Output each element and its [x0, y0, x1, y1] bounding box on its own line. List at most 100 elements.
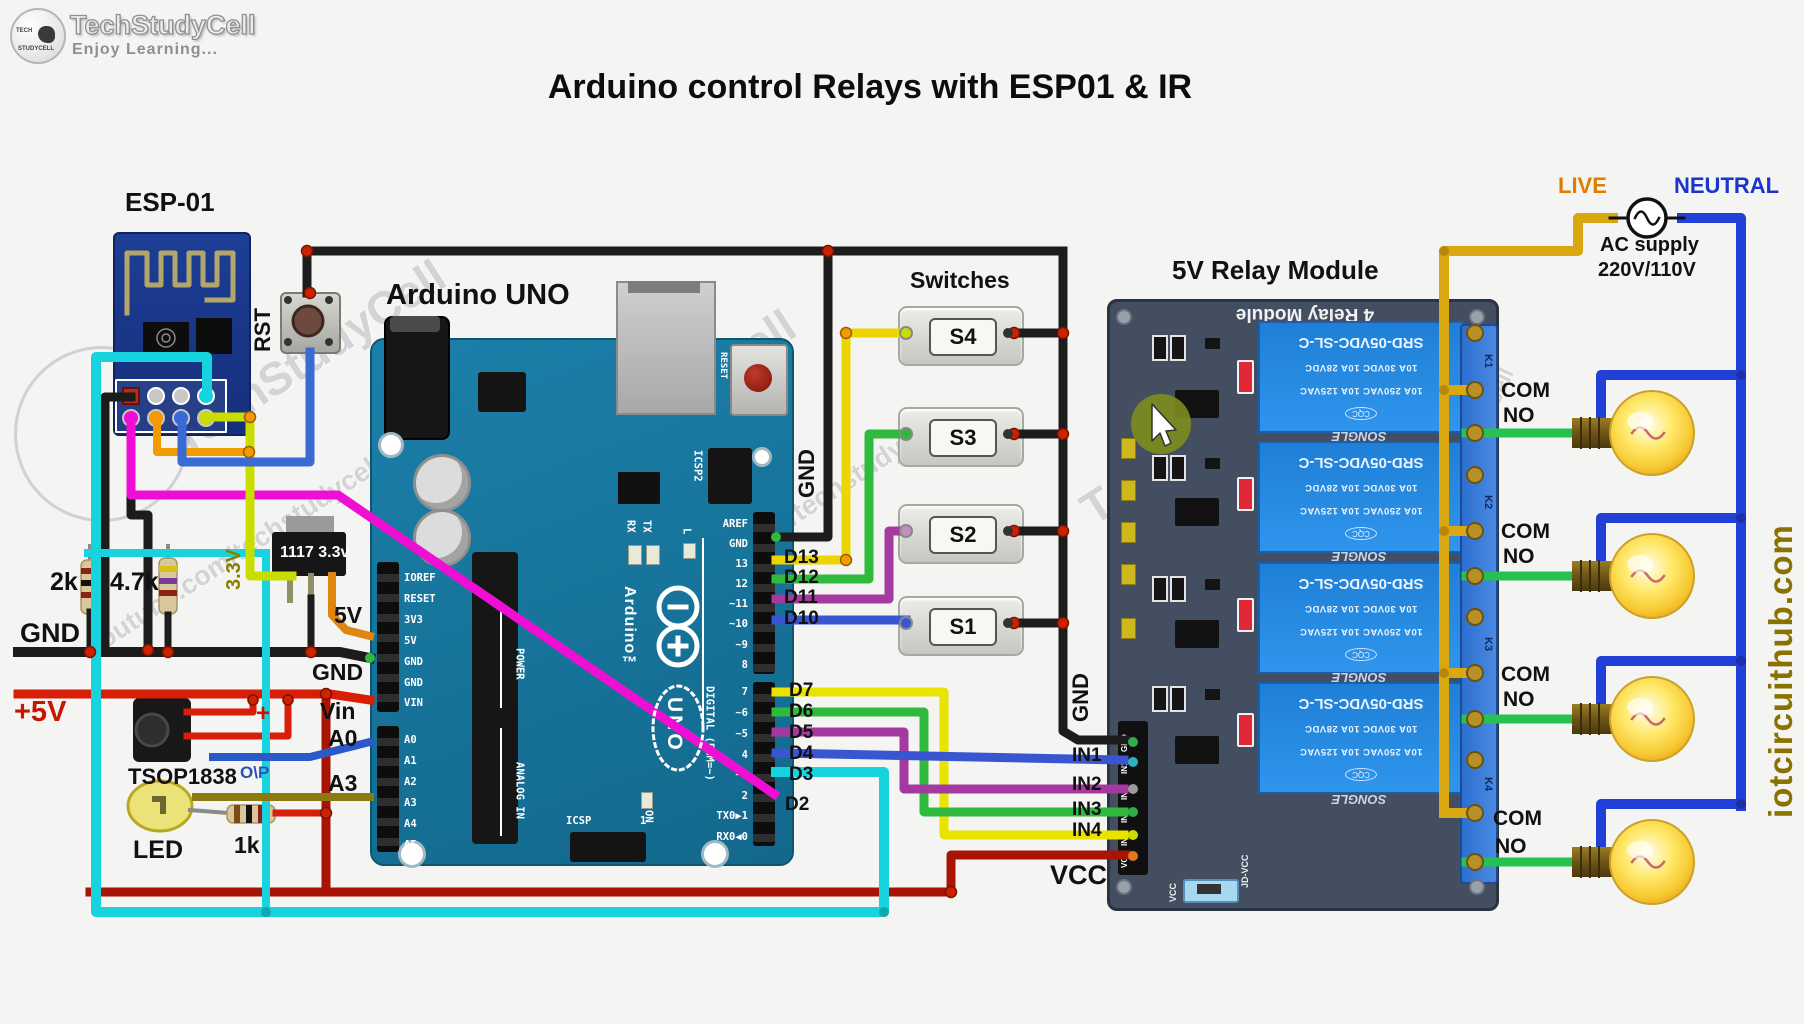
- channel-logo: TECH STUDYCELL: [10, 8, 66, 64]
- relay-pin-vcc: [1128, 851, 1138, 861]
- junction-dot: [141, 643, 155, 657]
- pin-label-6: ~6: [735, 707, 748, 719]
- resistor-band: [258, 805, 264, 823]
- wire-d5-in2: [771, 727, 1129, 794]
- d4-label: D4: [789, 743, 814, 764]
- smd-component: [1121, 438, 1136, 459]
- ac-supply-label: AC supply: [1600, 234, 1699, 256]
- rst-button-cap: [291, 304, 325, 338]
- mouse-cursor: [1151, 403, 1177, 447]
- wire-relay-vcc: [946, 850, 1132, 897]
- smd-resistor: [1170, 576, 1186, 602]
- junction-dot: [161, 645, 175, 659]
- wire-esp-33v: [201, 412, 297, 581]
- junction-dot: [839, 553, 853, 567]
- switch-s3-label: S3: [929, 419, 997, 457]
- board-screw: [1469, 309, 1485, 325]
- in1-label: IN1: [1072, 745, 1102, 766]
- arduino-reset-silk: RESET: [718, 352, 728, 380]
- optocoupler-chip: [1175, 736, 1219, 764]
- resistor-band: [159, 578, 177, 584]
- bulb-socket: [1572, 847, 1612, 877]
- junction-dot: [282, 694, 294, 706]
- terminal-screw: [1466, 567, 1484, 585]
- k3-com-label: COM: [1501, 663, 1550, 686]
- switch-s2-text: S2: [949, 522, 977, 547]
- pin-dot: [879, 907, 889, 917]
- regulator-label: 1117 3.3v: [280, 544, 350, 561]
- resistor-band: [81, 580, 99, 586]
- arduino-power-header: [377, 562, 399, 712]
- pin-label-a3: A3: [404, 797, 417, 809]
- smd-chip: [1205, 338, 1220, 349]
- arduino-icsp2-silk: ICSP2: [691, 450, 704, 482]
- arduino-digital-header-bottom: [753, 682, 775, 846]
- junction-dot: [304, 645, 318, 659]
- neutral-label: NEUTRAL: [1674, 173, 1780, 198]
- terminal-screw: [1466, 853, 1484, 871]
- wire-esp-orange: [153, 417, 253, 456]
- bulb-glass: [1609, 390, 1695, 476]
- d13-label: D13: [784, 547, 819, 568]
- wire-rst-esp: [177, 347, 315, 467]
- smd-led: [628, 545, 642, 565]
- resistor-band: [159, 590, 177, 596]
- wire-tsop-mid: [183, 696, 292, 740]
- junction-dot: [1439, 385, 1449, 395]
- bulb-socket: [1572, 418, 1612, 448]
- d11-label: D11: [784, 587, 818, 608]
- bulb-socket: [1572, 561, 1612, 591]
- pin-label-13: 13: [735, 558, 748, 570]
- pin-label-2: 2: [741, 790, 748, 802]
- pin-label-12: 12: [735, 578, 748, 590]
- pin-dot: [771, 532, 781, 542]
- tsop1838-dome: [134, 712, 170, 748]
- pin-label-a4: A4: [404, 818, 417, 830]
- mounting-hole: [398, 840, 426, 868]
- relay-module-title: 5V Relay Module: [1172, 255, 1379, 285]
- terminal-screw: [1466, 608, 1484, 626]
- switch-s1: S1: [898, 596, 1024, 656]
- pin-label-3v3: 3V3: [404, 614, 423, 626]
- arduino-icsp2-header: [708, 448, 752, 504]
- wire-regulator-5v: [328, 572, 375, 641]
- junction-dot: [1736, 799, 1746, 809]
- bulb-highlight: [1627, 698, 1653, 716]
- relay-pin-in4: [1128, 830, 1138, 840]
- switch-pin: [1003, 618, 1013, 628]
- wire-d7-in4: [771, 687, 1129, 840]
- arduino-uno-oval: [651, 684, 705, 772]
- wire-d4-in1: [771, 748, 1129, 765]
- junction-dot: [83, 645, 97, 659]
- relay-k2-label: K2: [1482, 495, 1494, 510]
- junction-dot: [1736, 513, 1746, 523]
- arduino-power-jack: [384, 316, 450, 440]
- arduino-power-jack-cap: [390, 316, 440, 332]
- junction-dot: [319, 806, 333, 820]
- arduino-icsp-silk: ICSP: [566, 815, 592, 827]
- arduino-usb-slot: [628, 281, 700, 293]
- relay-pin-in1: [1128, 757, 1138, 767]
- junction-dot: [319, 687, 333, 701]
- relay-pin-in2: [1128, 784, 1138, 794]
- junction-dot: [1056, 326, 1070, 340]
- pin-label-8: 8: [741, 659, 748, 671]
- wire-esp-gnd-a: [100, 392, 136, 655]
- ac-voltage-label: 220V/110V: [1598, 259, 1696, 281]
- esp-flash-chip: [196, 318, 232, 354]
- arduino-icsp-pin1-silk: 1: [640, 815, 647, 827]
- k4-no-label: NO: [1495, 835, 1527, 858]
- smd-resistor: [1152, 686, 1168, 712]
- d2-label: D2: [785, 794, 810, 815]
- regulator-body: [272, 532, 346, 576]
- junction-dot: [242, 445, 256, 459]
- terminal-screw: [1466, 664, 1484, 682]
- pin-label-a5: A5: [404, 839, 417, 851]
- bulb-highlight: [1627, 555, 1653, 573]
- resistor-4k7-label: 4.7k: [110, 568, 159, 596]
- pin-label-a2: A2: [404, 776, 417, 788]
- terminal-screw: [1466, 804, 1484, 822]
- silk-on: ON: [642, 810, 655, 823]
- bulb-glass: [1609, 533, 1695, 619]
